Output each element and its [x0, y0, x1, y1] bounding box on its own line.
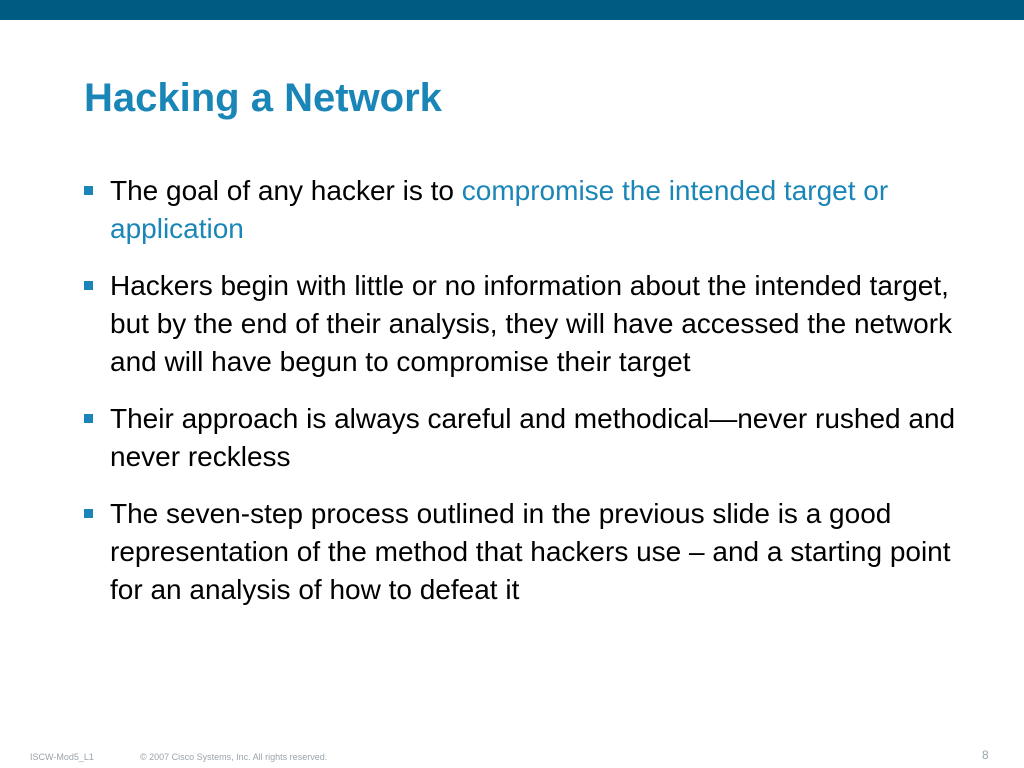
bullet-text: The goal of any hacker is to [110, 175, 462, 206]
bullet-item: Their approach is always careful and met… [84, 400, 964, 476]
header-bar [0, 0, 1024, 20]
bullet-item: The goal of any hacker is to compromise … [84, 172, 964, 248]
footer-copyright: © 2007 Cisco Systems, Inc. All rights re… [140, 752, 328, 762]
bullet-text: Their approach is always careful and met… [110, 403, 956, 472]
bullet-text: The seven-step process outlined in the p… [110, 498, 951, 605]
bullet-text: Hackers begin with little or no informat… [110, 270, 953, 377]
bullet-list: The goal of any hacker is to compromise … [84, 172, 964, 628]
footer-course-code: ISCW-Mod5_L1 [30, 752, 94, 762]
bullet-item: Hackers begin with little or no informat… [84, 267, 964, 381]
slide-title: Hacking a Network [84, 76, 442, 120]
bullet-item: The seven-step process outlined in the p… [84, 495, 964, 609]
square-bullet-icon [84, 509, 93, 518]
square-bullet-icon [84, 414, 93, 423]
square-bullet-icon [84, 281, 93, 290]
square-bullet-icon [84, 186, 93, 195]
bullet-highlight-text: compromise the intended target or applic… [110, 175, 889, 244]
page-number: 8 [982, 748, 989, 762]
